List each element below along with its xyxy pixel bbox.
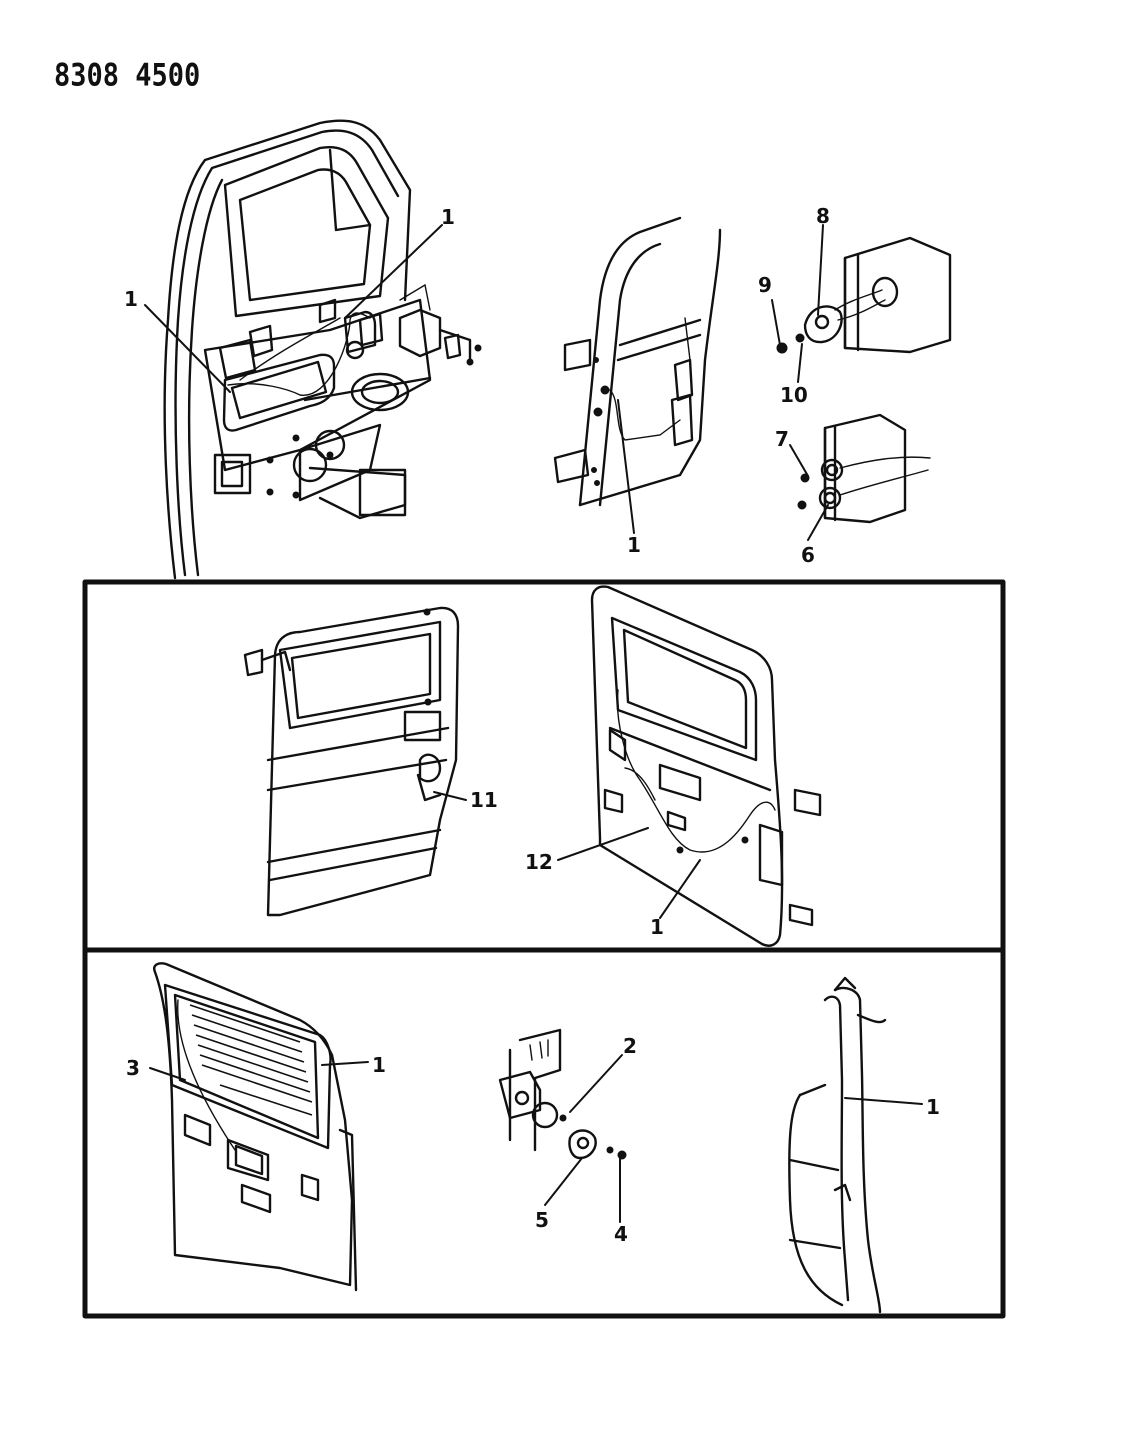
lock-cylinder-detail-lower xyxy=(797,413,931,524)
callout-1-door-inner: 1 xyxy=(627,533,641,557)
callout-6: 6 xyxy=(801,543,815,567)
document-number: 8308 4500 xyxy=(54,58,201,94)
callout-4: 4 xyxy=(614,1222,628,1246)
callout-2: 2 xyxy=(623,1034,637,1058)
sliding-door-outer-illustration xyxy=(243,606,460,917)
sliding-door-inner-illustration xyxy=(590,585,822,947)
callout-5: 5 xyxy=(535,1208,549,1232)
callout-1-liftgate: 1 xyxy=(372,1053,386,1077)
door-inner-illustration xyxy=(553,216,722,507)
callout-1-upper-front: 1 xyxy=(441,205,455,229)
callout-1-left-front: 1 xyxy=(124,287,138,311)
callout-7: 7 xyxy=(775,427,789,451)
liftgate-illustration xyxy=(153,962,358,1292)
panel-frames xyxy=(82,579,1006,1319)
pillar-illustration xyxy=(788,976,887,1314)
cylinder-exploded-illustration xyxy=(498,1028,627,1160)
liftgate-glass-hatch xyxy=(189,1004,313,1116)
callout-labels: 1 1 1 8 9 10 7 6 11 12 1 3 1 2 5 4 1 xyxy=(124,204,940,1246)
callout-9: 9 xyxy=(758,273,772,297)
front-door-illustration xyxy=(163,119,482,580)
callout-10: 10 xyxy=(780,383,808,407)
callout-1-pillar: 1 xyxy=(926,1095,940,1119)
callout-12: 12 xyxy=(525,850,553,874)
leader-lines xyxy=(144,224,923,1223)
callout-1-sliding: 1 xyxy=(650,915,664,939)
callout-11: 11 xyxy=(470,788,498,812)
callout-3: 3 xyxy=(126,1056,140,1080)
callout-8: 8 xyxy=(816,204,830,228)
lock-cylinder-detail-upper xyxy=(776,236,952,354)
